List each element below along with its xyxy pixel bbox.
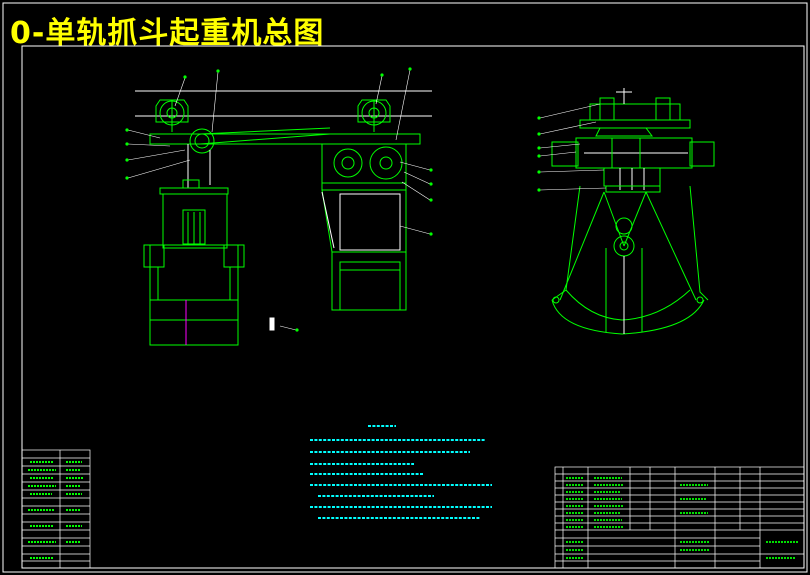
technical-notes-block xyxy=(310,425,492,519)
grab-bucket xyxy=(149,244,239,346)
left-trolley xyxy=(155,99,189,132)
right-trolley xyxy=(357,99,391,132)
inner-border xyxy=(21,45,805,569)
grab-body xyxy=(162,193,228,249)
item-balloons-right xyxy=(537,116,541,192)
left-parameter-table xyxy=(21,449,91,569)
notes-text-lines xyxy=(310,425,492,519)
section-marker xyxy=(269,317,275,331)
leader-lines-right xyxy=(539,103,607,191)
left-table-text xyxy=(28,461,84,559)
front-view xyxy=(135,90,432,346)
parts-list-text xyxy=(566,477,798,559)
drawing-title: 0-单轨抓斗起重机总图 xyxy=(10,16,325,51)
item-balloons-left xyxy=(125,67,433,332)
side-view xyxy=(551,88,715,335)
side-bucket xyxy=(551,299,705,335)
parts-list-table xyxy=(554,466,805,569)
leader-lines-left xyxy=(127,69,431,331)
